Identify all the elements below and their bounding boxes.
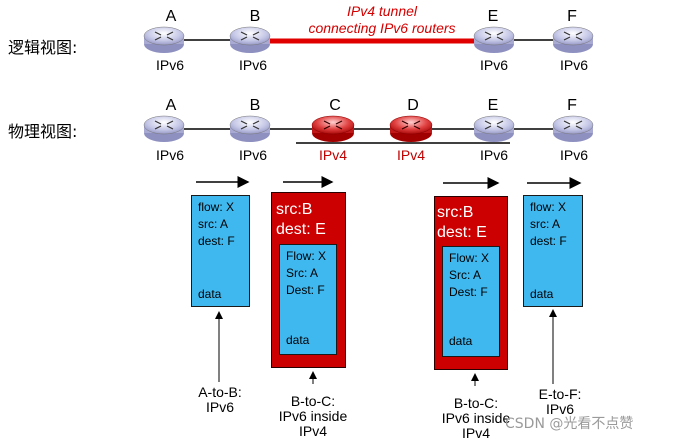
caption-line3: IPv4 — [461, 425, 490, 441]
router-physical-f — [552, 115, 594, 142]
logical-node-proto-b: IPv6 — [238, 57, 267, 73]
packet-dest: dest: F — [530, 234, 567, 248]
packet-flow: Flow: X — [286, 249, 327, 263]
caption-line2: IPv6 inside — [278, 408, 348, 424]
router-physical-a — [143, 115, 185, 142]
outer-header-dest: dest: E — [437, 224, 487, 241]
physical-view-label: 物理视图: — [8, 122, 78, 141]
router-logical-b — [229, 26, 271, 53]
watermark: CSDN @光看不点赞 — [505, 416, 634, 432]
caption-line1: B-to-C: — [453, 395, 499, 411]
caption-line1: B-to-C: — [290, 393, 336, 409]
router-logical-f — [552, 26, 594, 53]
router-physical-e — [473, 115, 515, 142]
inner-ipv6-packet: Flow: X Src: A Dest: F data — [442, 246, 500, 357]
physical-node-proto-f: IPv6 — [559, 147, 588, 163]
outer-header-dest: dest: E — [276, 221, 326, 238]
caption-line2: IPv6 — [545, 401, 574, 417]
physical-node-proto-b: IPv6 — [238, 147, 267, 163]
router-physical-d — [389, 115, 433, 142]
caption-b-to-c-2: B-to-C: IPv6 inside IPv4 — [426, 396, 526, 441]
packet-a-to-b: flow: X src: A dest: F data — [191, 195, 250, 307]
physical-node-proto-e: IPv6 — [479, 147, 508, 163]
packet-flow: flow: X — [198, 200, 235, 214]
logical-view-label: 逻辑视图: — [8, 38, 78, 57]
router-logical-e — [473, 26, 515, 53]
physical-node-letter-f: F — [567, 97, 577, 114]
caption-line3: IPv4 — [298, 423, 327, 439]
caption-a-to-b: A-to-B: IPv6 — [180, 385, 260, 415]
packet-dest: dest: F — [198, 234, 235, 248]
outer-header-src: src:B — [437, 204, 474, 221]
router-physical-c — [311, 115, 355, 142]
packet-dest: Dest: F — [286, 283, 325, 297]
packet-src: Src: A — [449, 268, 482, 282]
logical-node-proto-e: IPv6 — [479, 57, 508, 73]
tunnel-label-line1: IPv4 tunnel — [346, 3, 418, 19]
caption-line2: IPv6 — [205, 399, 234, 415]
caption-line1: A-to-B: — [198, 384, 242, 400]
packet-flow: Flow: X — [449, 251, 490, 265]
physical-node-letter-d: D — [407, 97, 419, 114]
logical-node-proto-f: IPv6 — [559, 57, 588, 73]
packet-b-to-c-encapsulated-2: src:B dest: E Flow: X Src: A Dest: F dat… — [434, 196, 508, 370]
packet-dest: Dest: F — [449, 285, 488, 299]
physical-node-proto-a: IPv6 — [155, 147, 184, 163]
caption-e-to-f: E-to-F: IPv6 — [520, 387, 600, 417]
tunnel-label-line2: connecting IPv6 routers — [308, 20, 456, 36]
logical-node-letter-a: A — [165, 8, 177, 25]
packet-data: data — [530, 287, 554, 301]
caption-line2: IPv6 inside — [441, 410, 511, 426]
packet-src: src: A — [198, 217, 229, 231]
tunnel-label: IPv4 tunnel connecting IPv6 routers — [292, 3, 472, 37]
physical-node-letter-e: E — [487, 97, 499, 114]
caption-line1: E-to-F: — [538, 386, 582, 402]
packet-src: Src: A — [286, 266, 319, 280]
logical-node-proto-a: IPv6 — [155, 57, 184, 73]
logical-node-letter-e: E — [487, 8, 499, 25]
packet-data: data — [286, 333, 310, 347]
router-logical-a — [143, 26, 185, 53]
packet-data: data — [449, 334, 473, 348]
physical-node-letter-b: B — [249, 97, 261, 114]
physical-node-letter-a: A — [165, 97, 177, 114]
packet-data: data — [198, 287, 222, 301]
router-physical-b — [229, 115, 271, 142]
physical-node-letter-c: C — [329, 97, 341, 114]
packet-b-to-c-encapsulated: src:B dest: E Flow: X Src: A Dest: F dat… — [271, 192, 346, 368]
packet-e-to-f: flow: X src: A dest: F data — [523, 195, 583, 307]
packet-src: src: A — [530, 217, 561, 231]
caption-b-to-c-1: B-to-C: IPv6 inside IPv4 — [263, 394, 363, 439]
physical-node-proto-c: IPv4 — [318, 147, 347, 163]
logical-node-letter-b: B — [249, 8, 261, 25]
logical-node-letter-f: F — [567, 8, 577, 25]
inner-ipv6-packet: Flow: X Src: A Dest: F data — [279, 244, 337, 355]
outer-header-src: src:B — [276, 201, 313, 218]
physical-node-proto-d: IPv4 — [396, 147, 425, 163]
packet-flow: flow: X — [530, 200, 567, 214]
